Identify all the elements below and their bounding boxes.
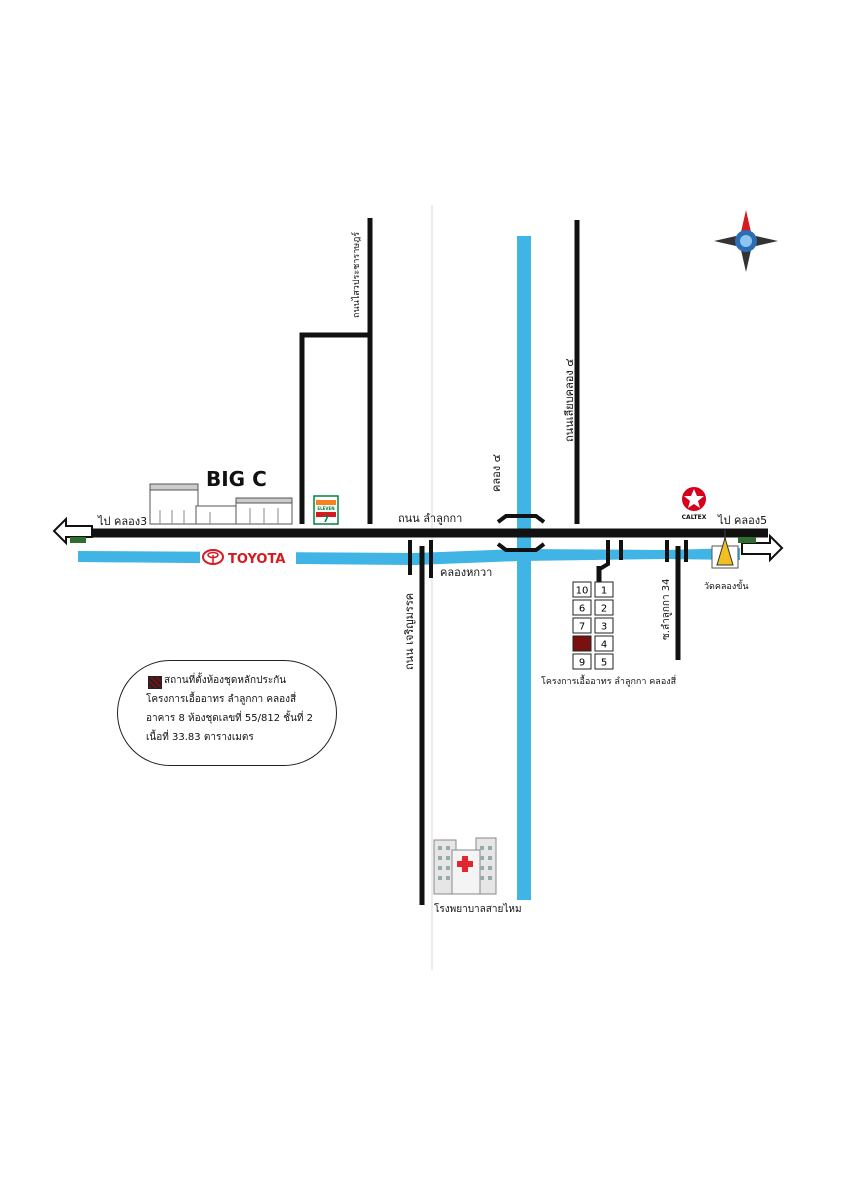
hospital-icon	[433, 837, 497, 895]
label-road-sawai: ถนนไสวประชาราษฎร์	[350, 232, 362, 318]
building-box	[594, 617, 614, 634]
building-number: 7	[579, 622, 585, 633]
building-number: 4	[601, 640, 607, 651]
svg-text:7: 7	[323, 515, 329, 525]
big-c-label: BIG C	[206, 467, 267, 491]
building-box	[594, 653, 614, 670]
building-number: 3	[601, 622, 607, 633]
label-road-south: ถนน เจริญมรรค	[403, 593, 416, 670]
road-loop	[299, 332, 370, 524]
building-number: 10	[576, 586, 589, 597]
label-project: โครงการเอื้ออาทร ลำลูกกา คลองสี่	[541, 674, 677, 687]
label-hospital: โรงพยาบาลสายไหม	[434, 902, 522, 915]
collateral-swatch	[148, 676, 162, 689]
building-box	[594, 635, 614, 652]
label-soi-34: ซ.ลำลูกกา 34	[661, 579, 672, 640]
building-grid: 10 1 6 2 7 3 4 9 5	[572, 581, 614, 670]
toyota-logo: TOYOTA	[200, 548, 296, 567]
bridges	[408, 514, 688, 578]
building-box	[572, 599, 592, 616]
building-box	[572, 653, 592, 670]
seven-eleven-logo: ELEVEN 7	[313, 495, 339, 525]
legend-line-2: โครงการเอื้ออาทร ลำลูกกา คลองสี่	[146, 694, 297, 705]
label-canal-4: คลอง ๔	[490, 454, 503, 492]
canal-khlong-4	[517, 236, 531, 900]
building-number: 2	[601, 604, 607, 615]
building-box	[572, 581, 592, 598]
compass-icon	[714, 210, 778, 272]
svg-text:TOYOTA: TOYOTA	[228, 552, 285, 567]
building-collateral	[572, 635, 592, 652]
label-main-road: ถนน ลำลูกกา	[398, 512, 462, 525]
svg-text:ELEVEN: ELEVEN	[317, 506, 334, 511]
building-number: 9	[579, 658, 585, 669]
temple-icon	[711, 530, 739, 569]
building-box	[594, 599, 614, 616]
legend-line-3: อาคาร 8 ห้องชุดเลขที่ 55/812 ชั้นที่ 2	[146, 713, 314, 724]
roads	[68, 218, 768, 905]
svg-text:CALTEX: CALTEX	[682, 514, 707, 521]
label-to-khlong5: ไป คลอง5	[717, 514, 767, 527]
arrow-left-icon	[52, 516, 93, 546]
caltex-logo: CALTEX	[682, 487, 707, 521]
legend-box: สถานที่ตั้งห้องชุดหลักประกัน โครงการเอื้…	[117, 660, 337, 766]
building-box	[594, 581, 614, 598]
arrow-right-icon	[738, 533, 784, 563]
label-to-khlong3: ไป คลอง3	[97, 515, 147, 528]
label-road-khlong4: ถนนเลียบคลอง ๔	[563, 358, 576, 442]
building-number: 6	[579, 604, 585, 615]
label-temple: วัดคลองขั้น	[704, 579, 749, 592]
building-number: 1	[601, 586, 607, 597]
label-canal-hok-wa: คลองหกวา	[440, 566, 492, 579]
legend-line-4: เนื้อที่ 33.83 ตารางเมตร	[146, 732, 254, 743]
building-number: 5	[601, 658, 607, 669]
big-c-building	[149, 483, 293, 525]
building-box	[572, 617, 592, 634]
legend-line-1: สถานที่ตั้งห้องชุดหลักประกัน	[164, 675, 287, 686]
